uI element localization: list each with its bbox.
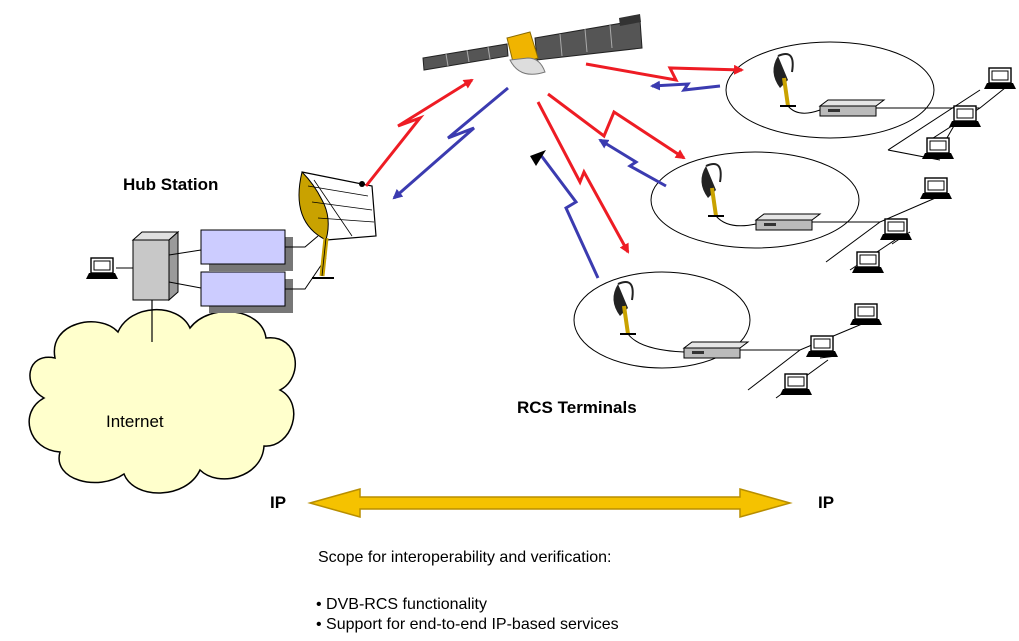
ip-right-label: IP (818, 493, 835, 512)
ip-scope-arrow (307, 488, 793, 518)
scope-item: • Support for end-to-end IP-based servic… (316, 616, 619, 633)
rcs-terminals-label: RCS Terminals (517, 398, 637, 417)
terminal-cluster-top (725, 41, 1017, 161)
forward-links (364, 62, 744, 254)
hub-antenna-icon (298, 171, 377, 279)
scope-item: • DVB-RCS functionality (316, 596, 487, 613)
satellite-icon (422, 14, 643, 75)
ip-left-label: IP (270, 493, 287, 512)
hub-station-equipment (131, 229, 327, 342)
internet-label: Internet (106, 412, 164, 431)
scope-title: Scope for interoperability and verificat… (318, 549, 612, 566)
return-links (392, 80, 721, 279)
hub-station-label: Hub Station (123, 175, 219, 194)
return-arrowhead (530, 150, 546, 166)
terminal-cluster-middle (650, 151, 953, 274)
terminal-cluster-bottom (573, 271, 883, 399)
hub-laptop-icon (85, 257, 119, 280)
internet-cloud (28, 308, 296, 494)
scope-list: • DVB-RCS functionality • Support for en… (316, 595, 619, 635)
